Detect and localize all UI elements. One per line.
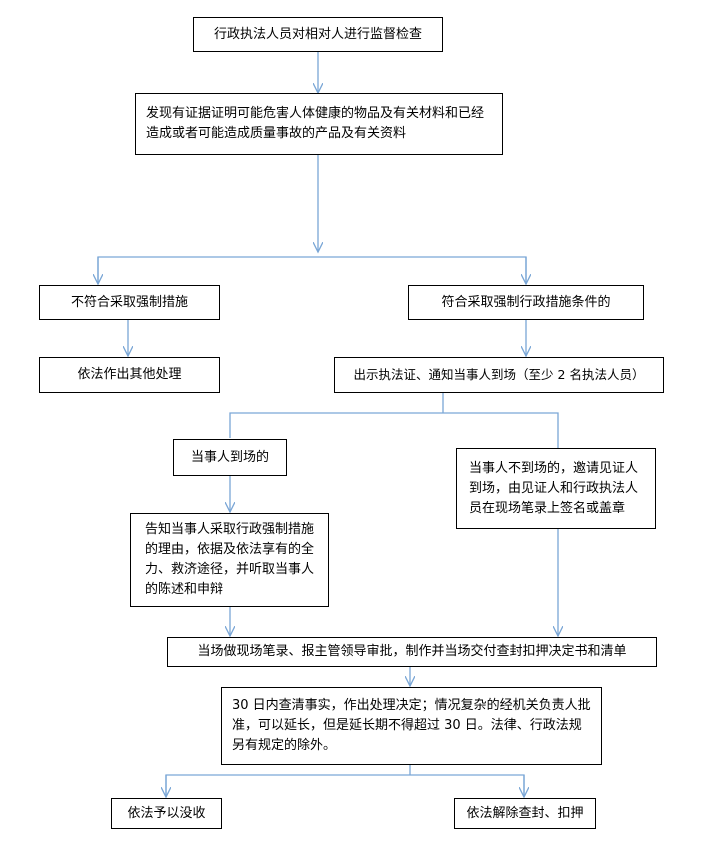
step-release-text: 依法解除查封、扣押: [466, 805, 584, 821]
step-start-text: 行政执法人员对相对人进行监督检查: [213, 26, 422, 42]
step-not-meet: 不符合采取强制措施: [39, 285, 220, 320]
connector-result-split: [165, 774, 525, 796]
step-verify: 30 日内查清事实，作出处理决定；情况复杂的经机关负责人批准，可以延长，但是延长…: [221, 687, 602, 765]
step-release: 依法解除查封、扣押: [454, 798, 596, 829]
step-show-cert-text: 出示执法证、通知当事人到场（至少 2 名执法人员）: [353, 367, 645, 382]
step-meet: 符合采取强制行政措施条件的: [408, 285, 644, 320]
step-discover-text: 发现有证据证明可能危害人体健康的物品及有关材料和已经造成或者可能造成质量事故的产…: [146, 106, 485, 141]
step-confiscate-text: 依法予以没收: [127, 805, 206, 821]
connector-split-horizontal: [97, 256, 527, 284]
step-discover: 发现有证据证明可能危害人体健康的物品及有关材料和已经造成或者可能造成质量事故的产…: [135, 93, 503, 155]
step-confiscate: 依法予以没收: [111, 798, 222, 829]
step-show-cert: 出示执法证、通知当事人到场（至少 2 名执法人员）: [334, 357, 664, 393]
step-party-absent: 当事人不到场的，邀请见证人到场，由见证人和行政执法人员在现场笔录上签名或盖章: [456, 448, 656, 529]
step-other-handling-text: 依法作出其他处理: [77, 367, 182, 382]
step-party-present: 当事人到场的: [173, 439, 287, 476]
step-meet-text: 符合采取强制行政措施条件的: [441, 294, 611, 310]
step-not-meet-text: 不符合采取强制措施: [70, 294, 188, 310]
step-record: 当场做现场笔录、报主管领导审批，制作并当场交付查封扣押决定书和清单: [167, 637, 657, 667]
step-other-handling: 依法作出其他处理: [39, 357, 220, 393]
step-party-present-text: 当事人到场的: [190, 449, 269, 465]
step-verify-text: 30 日内查清事实，作出处理决定；情况复杂的经机关负责人批准，可以延长，但是延长…: [232, 698, 591, 753]
step-inform-text: 告知当事人采取行政强制措施的理由，依据及依法享有的全力、救济途径，并听取当事人的…: [145, 522, 315, 597]
connector-branch-presence: [229, 412, 559, 448]
step-party-absent-text: 当事人不到场的，邀请见证人到场，由见证人和行政执法人员在现场笔录上签名或盖章: [469, 460, 639, 516]
step-inform: 告知当事人采取行政强制措施的理由，依据及依法享有的全力、救济途径，并听取当事人的…: [130, 513, 329, 607]
step-start: 行政执法人员对相对人进行监督检查: [193, 17, 443, 52]
step-record-text: 当场做现场笔录、报主管领导审批，制作并当场交付查封扣押决定书和清单: [197, 644, 627, 659]
